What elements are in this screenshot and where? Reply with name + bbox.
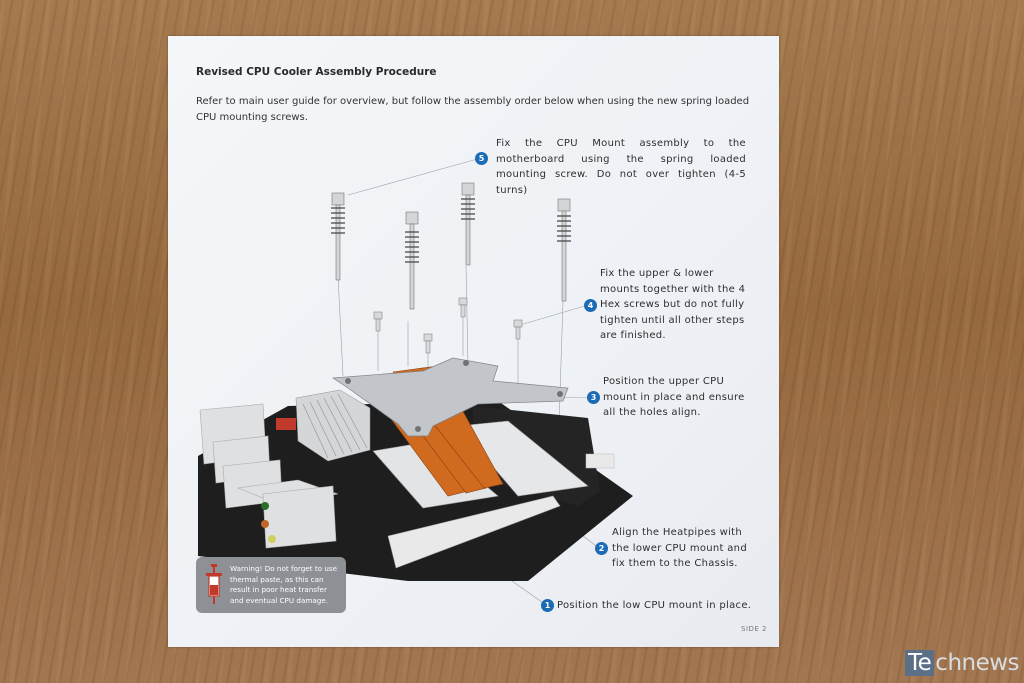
instruction-sheet: Revised CPU Cooler Assembly Procedure Re… [168,36,779,647]
intro-paragraph: Refer to main user guide for overview, b… [196,96,750,123]
step-4-text: Fix the upper & lower mounts together wi… [600,268,746,341]
step-5-badge: 5 [475,152,488,165]
warning-box: Warning! Do not forget to use thermal pa… [196,557,346,613]
step-5-text: Fix the CPU Mount assembly to the mother… [496,138,746,196]
page-title: Revised CPU Cooler Assembly Procedure [196,66,437,78]
assembly-diagram [198,157,633,606]
upper-cpu-mount [331,357,569,437]
spring-screws [331,182,571,310]
step-3-badge: 3 [587,391,600,404]
syringe-icon [206,564,222,604]
step-2-badge: 2 [595,542,608,555]
hex-screws [373,297,523,354]
side-label: SIDE 2 [741,625,767,633]
step-4-badge: 4 [584,299,597,312]
step-3-text: Position the upper CPU mount in place an… [603,376,745,418]
warning-text: Warning! Do not forget to use thermal pa… [230,564,338,605]
heatsink [295,389,371,462]
step-1-text: Position the low CPU mount in place. [557,600,752,611]
watermark-rest: chnews [935,650,1020,676]
step-2-text: Align the Heatpipes with the lower CPU m… [612,527,747,569]
step-1-badge: 1 [541,599,554,612]
watermark-prefix: Te [905,650,935,676]
